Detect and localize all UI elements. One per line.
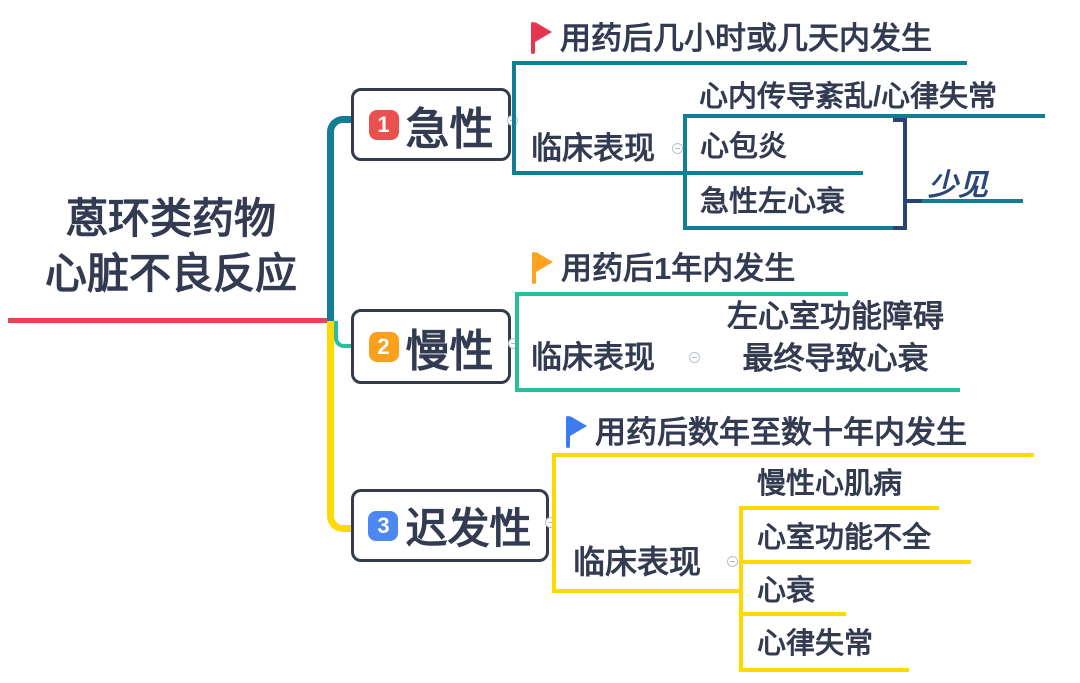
chronic-topic-label: 慢性	[405, 326, 494, 376]
acute-note-node[interactable]: 用药后几小时或几天内发生	[531, 20, 932, 57]
acute-item-conduction-underline	[683, 114, 1045, 118]
delayed-number-badge: 3	[368, 510, 399, 541]
chronic-number-badge: 2	[368, 331, 399, 362]
chronic-note-underline	[515, 292, 848, 296]
red-flag-icon	[531, 20, 553, 56]
rare-bracket-bottom-tick	[893, 226, 907, 230]
chronic-note-node[interactable]: 用药后1年内发生	[532, 250, 795, 287]
chronic-note-text: 用药后1年内发生	[561, 251, 796, 286]
acute-clinical-node[interactable]: 临床表现	[531, 131, 655, 166]
chronic-item-line1: 左心室功能障碍	[727, 299, 944, 334]
rare-bracket-mid-tick	[903, 199, 922, 203]
rare-callout[interactable]: 少见	[928, 169, 988, 202]
delayed-item-cardiomyopathy[interactable]: 慢性心肌病	[757, 468, 903, 500]
central-topic-line2: 心脏不良反应	[44, 249, 297, 297]
delayed-item-ventricular-insufficiency[interactable]: 心室功能不全	[757, 522, 932, 554]
delayed-item-arrhythmia[interactable]: 心律失常	[757, 628, 874, 660]
rare-callout-underline	[922, 199, 1023, 203]
central-topic-underline	[8, 318, 334, 323]
acute-child-spine	[512, 61, 516, 175]
delayed-clinical-underline	[552, 589, 742, 593]
delayed-item-ventricular-insufficiency-underline	[739, 560, 971, 564]
acute-note-text: 用药后几小时或几天内发生	[560, 21, 932, 56]
delayed-note-text: 用药后数年至数十年内发生	[595, 415, 967, 450]
acute-clinical-underline	[512, 171, 686, 175]
delayed-note-underline	[552, 453, 1034, 457]
chronic-clinical-node[interactable]: 临床表现	[531, 340, 655, 375]
acute-item-left-heart-failure-underline	[683, 226, 900, 230]
delayed-topic-label: 迟发性	[405, 505, 532, 552]
delayed-items-spine	[739, 506, 743, 672]
chronic-topic-node[interactable]: 2 慢性	[351, 309, 511, 384]
delayed-item-heart-failure-underline	[739, 612, 846, 616]
chronic-child-spine	[515, 292, 519, 392]
acute-topic-node[interactable]: 1 急性	[351, 88, 511, 161]
chronic-branch-connector	[334, 321, 355, 348]
delayed-topic-node[interactable]: 3 迟发性	[351, 489, 549, 562]
delayed-child-spine	[552, 453, 556, 593]
acute-item-pericarditis-underline	[683, 171, 863, 175]
chronic-clinical-underline	[515, 388, 960, 392]
chronic-item-node[interactable]: 左心室功能障碍 最终导致心衰	[708, 296, 963, 380]
acute-branch-connector	[327, 116, 358, 326]
blue-flag-icon	[566, 414, 588, 450]
acute-item-pericarditis[interactable]: 心包炎	[700, 131, 788, 163]
acute-item-left-heart-failure[interactable]: 急性左心衰	[700, 186, 846, 218]
orange-flag-icon	[532, 250, 554, 286]
delayed-branch-connector	[327, 321, 358, 532]
acute-number-badge: 1	[368, 109, 399, 140]
acute-clinical-collapse-minus-icon[interactable]	[672, 143, 683, 154]
central-topic-line1: 蒽环类药物	[65, 195, 276, 242]
rare-bracket-top-tick	[893, 118, 907, 122]
delayed-note-node[interactable]: 用药后数年至数十年内发生	[566, 414, 967, 451]
delayed-clinical-node[interactable]: 临床表现	[573, 544, 702, 580]
acute-item-conduction[interactable]: 心内传导紊乱/心律失常	[699, 81, 998, 113]
acute-note-underline	[512, 61, 967, 65]
delayed-clinical-collapse-minus-icon[interactable]	[727, 556, 738, 567]
delayed-item-heart-failure[interactable]: 心衰	[757, 575, 816, 607]
chronic-item-line2: 最终导致心衰	[742, 340, 929, 376]
acute-topic-label: 急性	[405, 104, 494, 154]
rare-bracket-vertical	[903, 118, 907, 230]
delayed-item-arrhythmia-underline	[739, 668, 909, 672]
delayed-item-cardiomyopathy-underline	[739, 506, 939, 510]
central-topic[interactable]: 蒽环类药物 心脏不良反应	[8, 192, 334, 301]
chronic-clinical-collapse-minus-icon[interactable]	[689, 352, 700, 363]
